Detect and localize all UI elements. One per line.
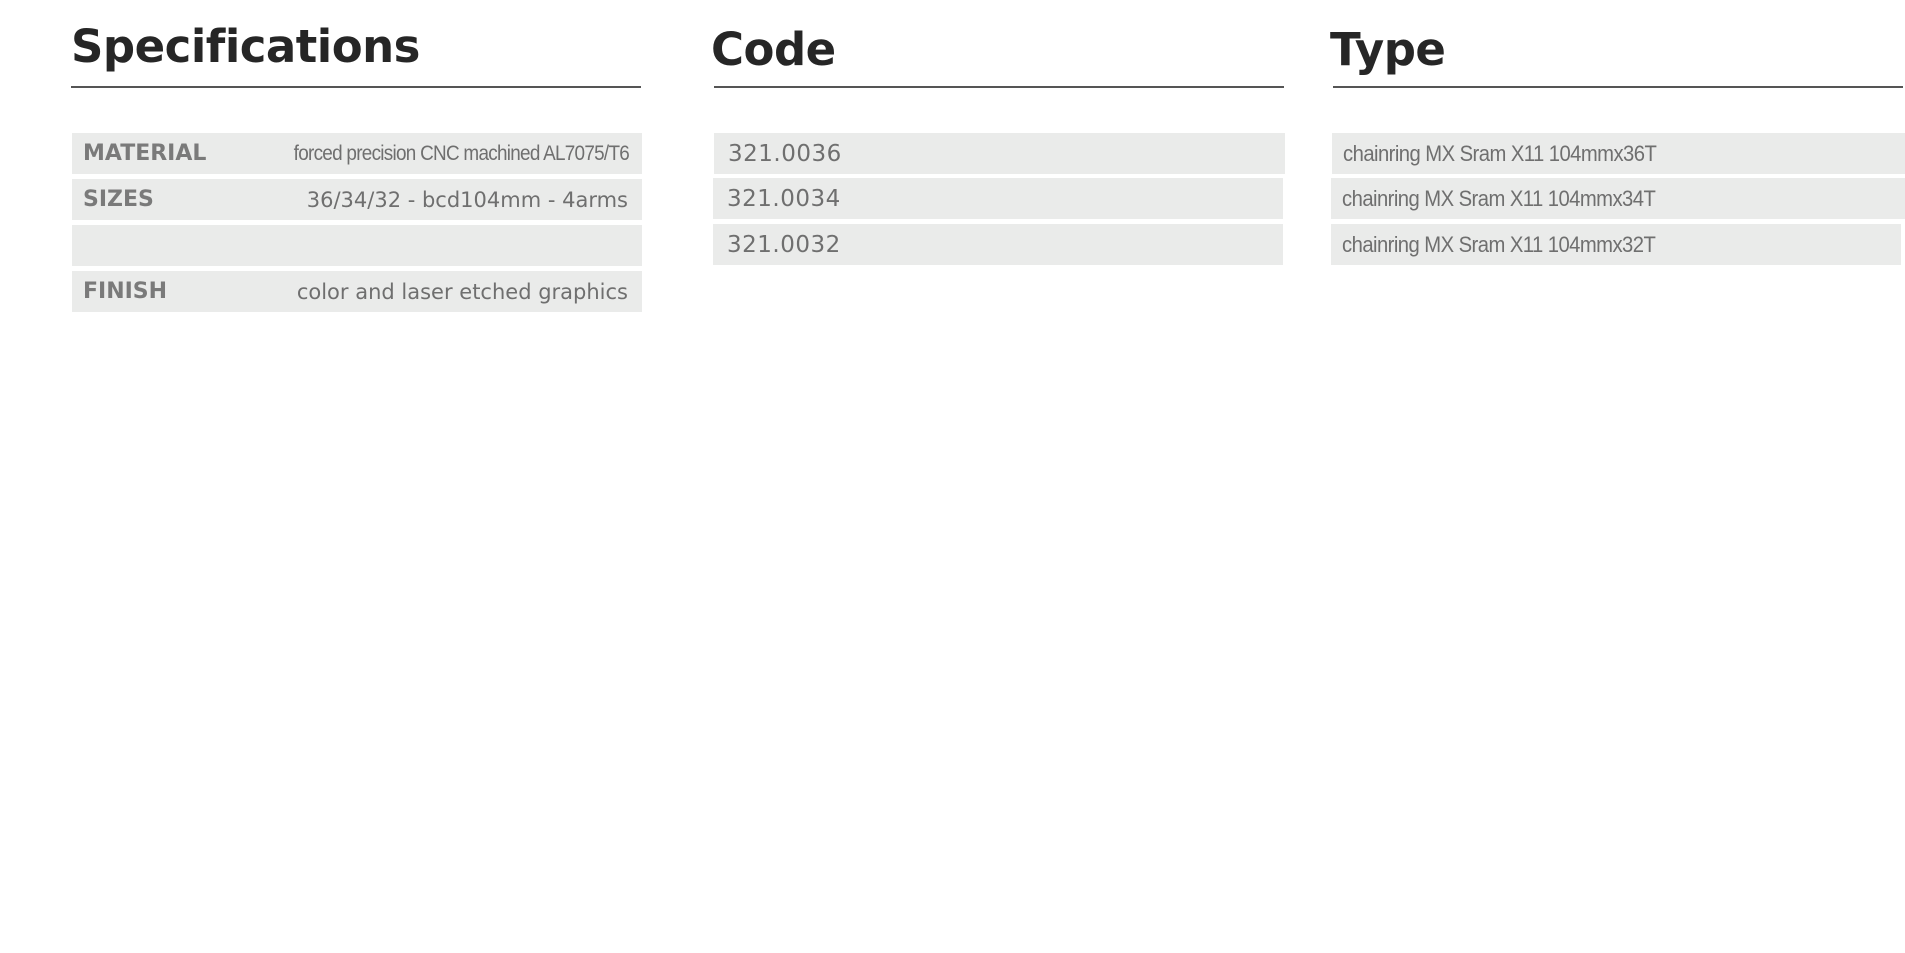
type-value: chainring MX Sram X11 104mmx32T: [1342, 231, 1656, 257]
type-row: chainring MX Sram X11 104mmx32T: [1331, 224, 1901, 265]
spec-label: SIZES: [83, 187, 154, 212]
code-value: 321.0034: [727, 185, 841, 212]
code-value: 321.0032: [727, 231, 841, 258]
spec-row-sizes: SIZES 36/34/32 - bcd104mm - 4arms: [72, 179, 642, 220]
spec-value: color and laser etched graphics: [296, 279, 628, 304]
code-title: Code: [711, 23, 836, 76]
code-value: 321.0036: [728, 140, 842, 167]
type-title: Type: [1330, 23, 1446, 76]
type-value: chainring MX Sram X11 104mmx36T: [1343, 140, 1657, 166]
type-row: chainring MX Sram X11 104mmx36T: [1332, 133, 1905, 174]
specifications-title: Specifications: [71, 20, 420, 73]
spec-label: MATERIAL: [83, 141, 207, 166]
spec-value: 36/34/32 - bcd104mm - 4arms: [306, 187, 628, 212]
code-divider: [714, 86, 1284, 88]
spec-value: forced precision CNC machined AL7075/T6: [293, 141, 630, 165]
spec-label: FINISH: [83, 279, 168, 304]
code-row: 321.0034: [713, 178, 1283, 219]
spec-row-finish: FINISH color and laser etched graphics: [72, 271, 642, 312]
code-row: 321.0032: [713, 224, 1283, 265]
code-row: 321.0036: [714, 133, 1285, 174]
type-row: chainring MX Sram X11 104mmx34T: [1331, 178, 1905, 219]
spec-row-material: MATERIAL forced precision CNC machined A…: [72, 133, 642, 174]
specifications-divider: [71, 86, 641, 88]
spec-row-empty: [72, 225, 642, 266]
type-divider: [1333, 86, 1903, 88]
type-value: chainring MX Sram X11 104mmx34T: [1342, 185, 1656, 211]
